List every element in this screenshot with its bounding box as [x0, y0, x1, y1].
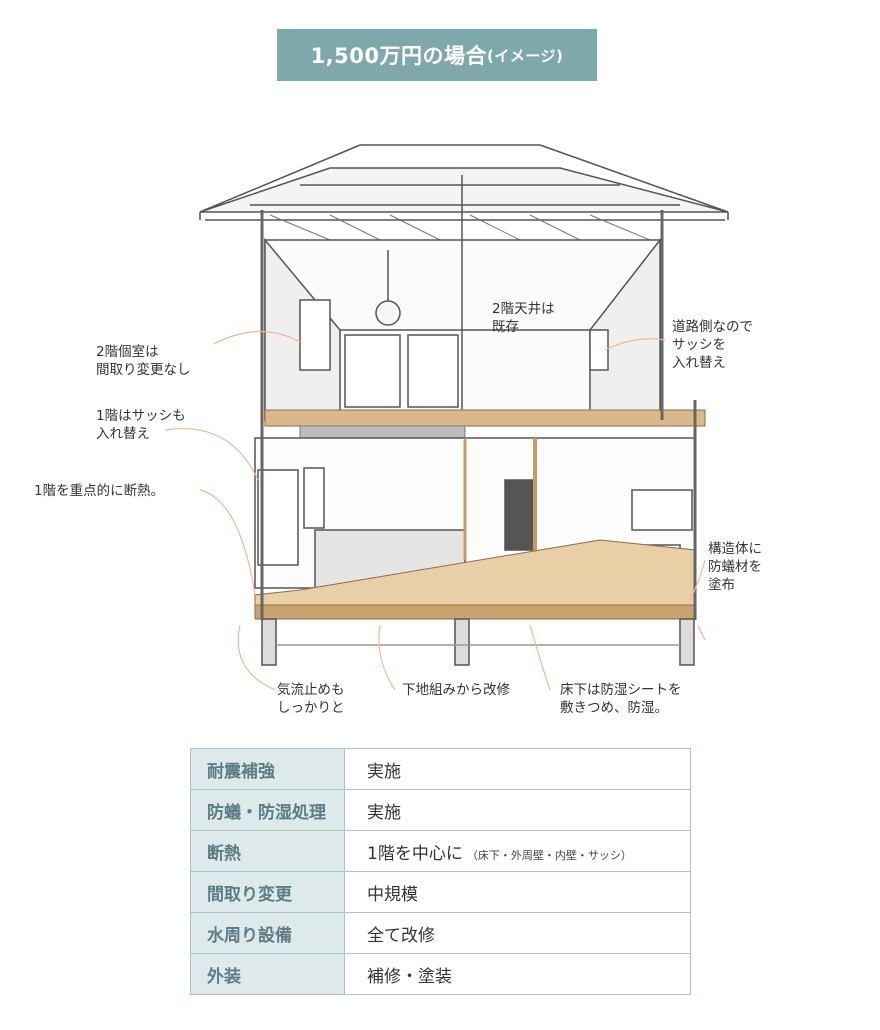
callout-termite: 構造体に 防蟻材を 塗布 — [708, 541, 762, 593]
row-value: 1階を中心に（床下・外周壁・内壁・サッシ） — [344, 830, 691, 872]
house-cross-section-illustration — [164, 144, 729, 691]
first-floor-deck — [254, 539, 696, 620]
table-row: 水周り設備 全て改修 — [190, 912, 691, 954]
table-row: 間取り変更 中規模 — [190, 871, 691, 913]
page-title: 1,500万円の場合 — [310, 44, 487, 68]
table-row: 耐震補強 実施 — [190, 748, 691, 790]
row-value: 実施 — [344, 789, 691, 831]
page-title-sub: (イメージ) — [487, 46, 564, 65]
row-value: 中規模 — [344, 871, 691, 913]
callout-2f-ceiling: 2階天井は 既存 — [492, 301, 555, 335]
page-title-badge: 1,500万円の場合(イメージ) — [277, 29, 597, 81]
roof — [199, 144, 729, 221]
row-label: 間取り変更 — [190, 871, 345, 913]
outer-walls — [260, 210, 697, 620]
roof-truss — [269, 214, 651, 241]
callout-moisture: 床下は防湿シートを 敷きつめ、防湿。 — [560, 682, 682, 716]
row-label: 断熱 — [190, 830, 345, 872]
second-floor-joists — [264, 409, 706, 439]
table-row: 防蟻・防湿処理 実施 — [190, 789, 691, 831]
foundation — [261, 618, 695, 666]
callout-2f-room: 2階個室は 間取り変更なし — [96, 344, 191, 378]
callout-airflow: 気流止めも しっかりと — [277, 682, 345, 716]
spec-table: 耐震補強 実施 防蟻・防湿処理 実施 断熱 1階を中心に（床下・外周壁・内壁・サ… — [190, 748, 691, 995]
table-row: 外装 補修・塗装 — [190, 953, 691, 995]
row-label: 防蟻・防湿処理 — [190, 789, 345, 831]
callout-foundation: 下地組みから改修 — [402, 682, 510, 698]
row-label: 外装 — [190, 953, 345, 995]
row-value: 実施 — [344, 748, 691, 790]
row-value: 補修・塗装 — [344, 953, 691, 995]
row-value: 全て改修 — [344, 912, 691, 954]
callout-1f-insulation: 1階を重点的に断熱。 — [34, 483, 165, 499]
table-row: 断熱 1階を中心に（床下・外周壁・内壁・サッシ） — [190, 830, 691, 872]
callout-leaders — [164, 330, 706, 691]
callout-1f-sash: 1階はサッシも 入れ替え — [96, 408, 186, 442]
row-label: 水周り設備 — [190, 912, 345, 954]
second-floor-room — [264, 175, 661, 421]
callout-road-sash: 道路側なので サッシを 入れ替え — [672, 319, 753, 371]
row-label: 耐震補強 — [190, 748, 345, 790]
